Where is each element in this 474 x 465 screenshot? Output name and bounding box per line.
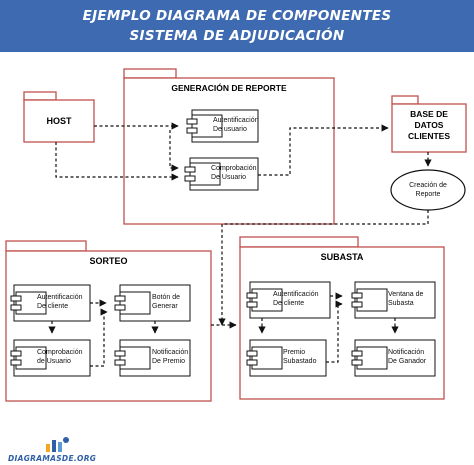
component-sorteo-notif-label: Notificación De Premio [152,349,189,365]
package-base-datos-title: BASE DE DATOS CLIENTES [407,109,451,141]
package-sorteo-title: SORTEO [89,256,128,266]
connector-sorteo-comp-boton [90,308,108,367]
component-box-gen-auth [186,109,259,143]
connector-gen-auth-gen-comp [169,130,179,172]
bar-chart-logo-icon [46,437,69,452]
title-line-2: SISTEMA DE ADJUDICACIÓN [129,28,345,44]
component-sorteo-comp-label: Comprobación de Usuario [37,349,83,365]
component-sorteo-boton-label: Botón de Generar [152,294,181,310]
package-generacion-title: GENERACIÓN DE REPORTE [171,83,287,93]
footer-text: DIAGRAMASDE.ORG [8,454,97,463]
component-box-sorteo-comp [10,339,91,377]
component-box-gen-comp [184,157,259,191]
component-box-subasta-premio [246,339,327,377]
title-line-1: EJEMPLO DIAGRAMA DE COMPONENTES [82,8,392,24]
footer-logo: DIAGRAMASDE.ORG [8,437,138,463]
title-banner: EJEMPLO DIAGRAMA DE COMPONENTES SISTEMA … [0,0,474,52]
component-subasta-auth-label: Autentificación De cliente [273,291,319,307]
component-box-sorteo-boton [114,284,191,322]
component-subasta-venta-label: Ventana de Subasta [388,291,424,307]
component-subasta-premio-label: Premio Subastado [283,349,317,365]
package-subasta-title: SUBASTA [320,252,364,262]
component-box-sorteo-auth [10,284,91,322]
connector-gen-comp-basedatos [258,124,389,176]
package-host-title: HOST [46,116,72,126]
component-subasta-notif-label: Notificación De Ganador [388,349,427,365]
component-gen-comp-label: Comprobación De Usuario [211,165,257,181]
package-base-datos [391,95,467,153]
component-gen-auth-label: Autentificación De usuario [213,117,259,133]
connector-ellipse-subasta [218,210,429,326]
component-box-sorteo-notif [114,339,191,377]
component-box-subasta-notif [351,339,436,377]
connector-host-gen-comp [55,142,179,181]
component-box-subasta-auth [246,281,331,319]
package-host [23,91,95,143]
component-box-subasta-venta [351,281,436,319]
package-generacion [123,68,335,225]
creacion-reporte-label: Creación de Reporte [409,182,447,198]
component-sorteo-auth-label: Autentificación De cliente [37,294,83,310]
connector-subasta-premio-venta [326,300,343,363]
